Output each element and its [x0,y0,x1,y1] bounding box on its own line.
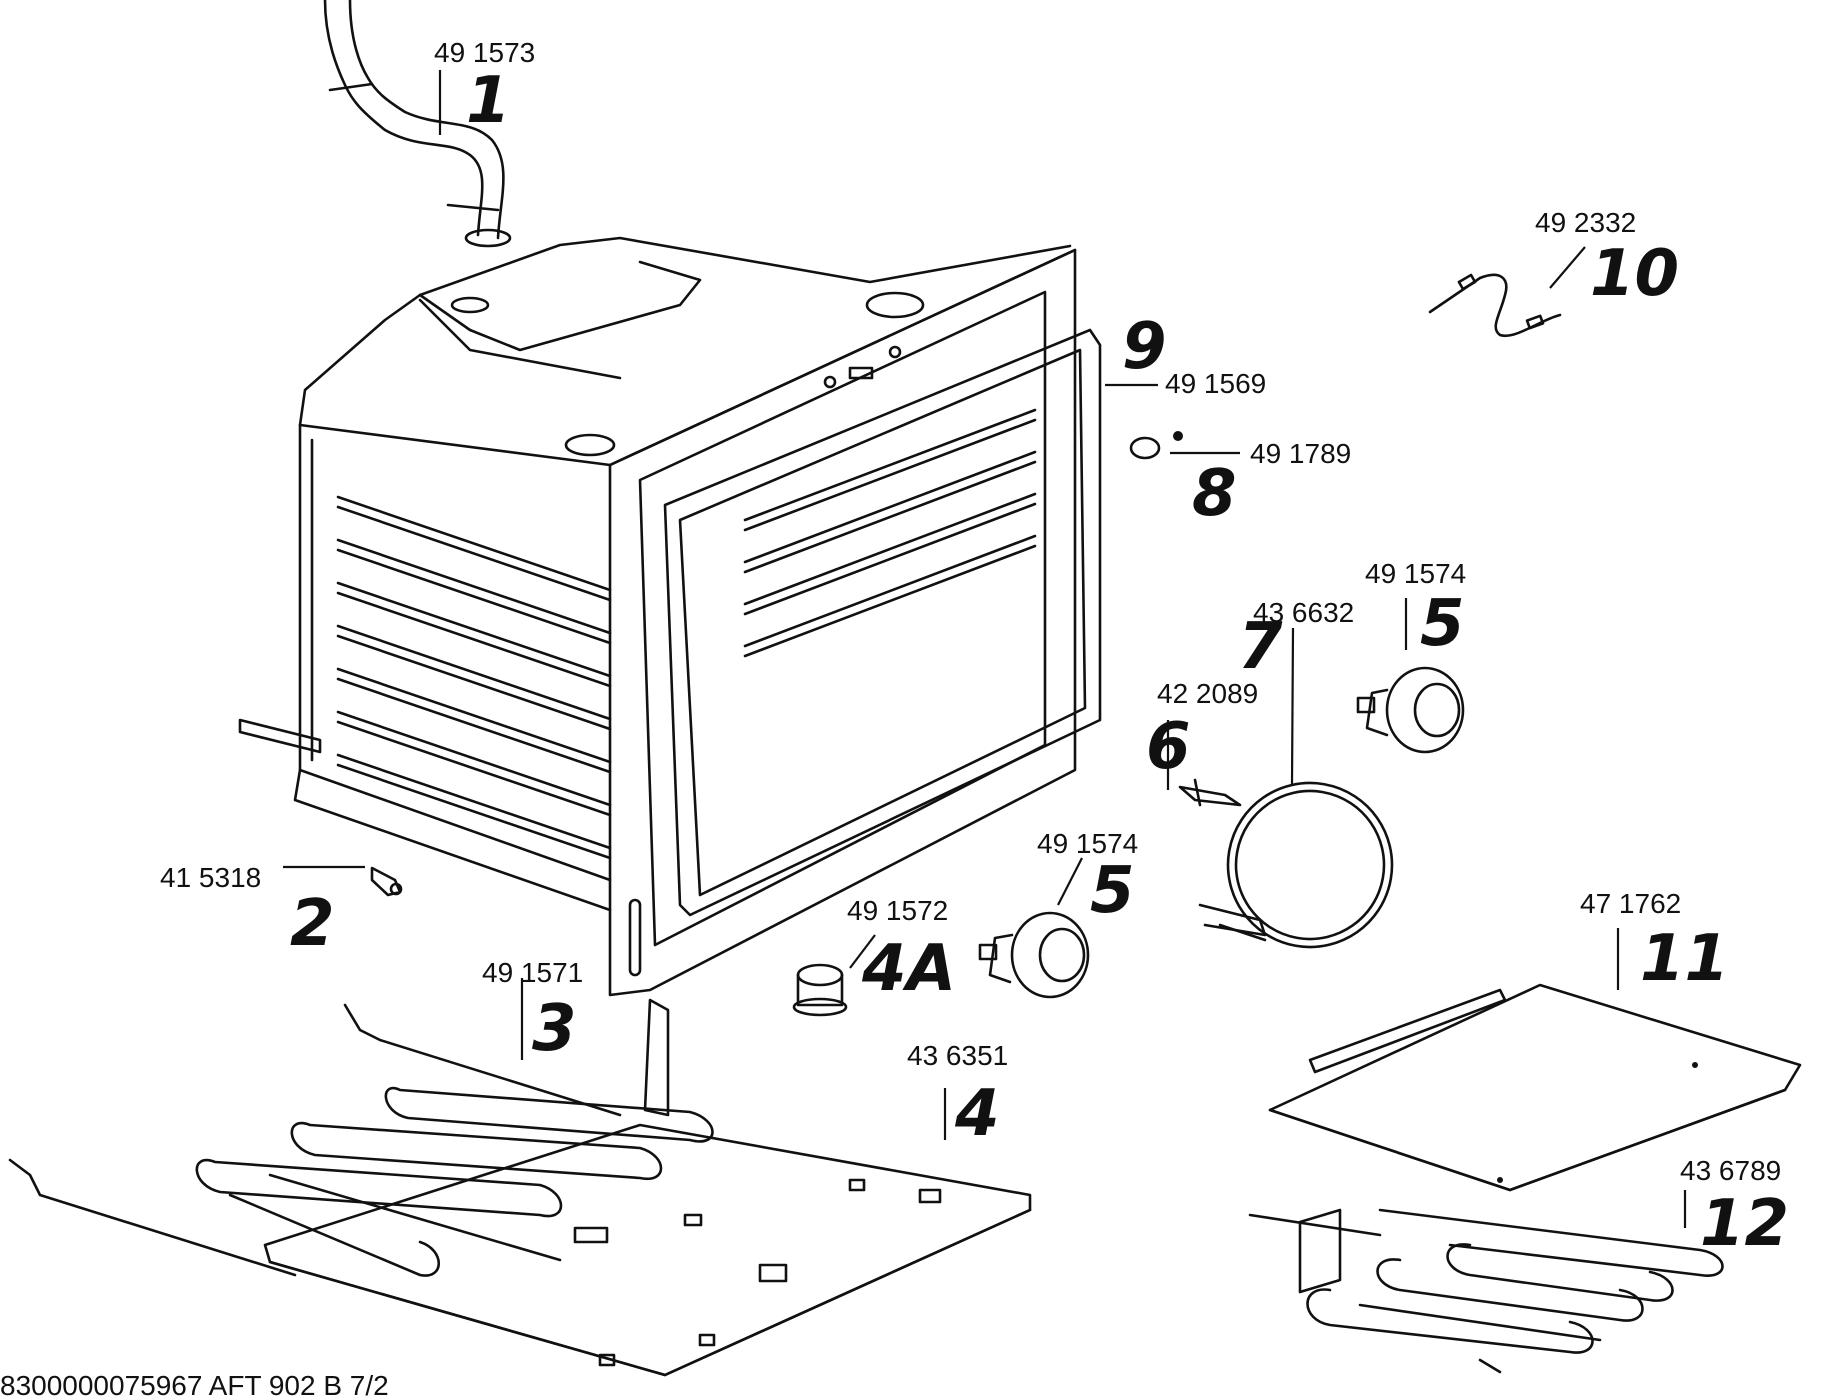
reference-number: 6 [1146,710,1191,784]
reference-number: 4A [861,932,956,1006]
footer-code: 8300000075967 AFT 902 B 7/2 [0,1370,389,1398]
part-number-label: 49 1574 [1037,828,1138,859]
callout-6: 42 2089 6 [1146,678,1258,784]
part-7-circular-element [1198,781,1394,949]
part-number-label: 49 1574 [1365,558,1466,589]
callout-7: 43 6632 7 [1238,597,1354,684]
part-number-label: 49 1572 [847,895,948,926]
callout-4a: 49 1572 4A [847,895,956,1006]
part-8-knob [1129,431,1183,460]
part-12-grill-element [1248,1208,1724,1374]
callout-4: 43 6351 4 [907,1040,1008,1151]
callout-5-lower: 49 1574 5 [1037,828,1138,928]
callout-1: 49 1573 1 [434,37,535,138]
part-number-label: 47 1762 [1580,888,1681,919]
part-4a-cap [792,963,848,1017]
reference-number: 10 [1590,237,1679,311]
leader-lines [283,70,1687,1228]
reference-number: 7 [1238,610,1283,684]
part-5-lamp-lower [978,911,1090,999]
part-number-label: 49 1569 [1165,368,1266,399]
part-number-label: 42 2089 [1157,678,1258,709]
reference-number: 5 [1090,854,1135,928]
reference-number: 11 [1640,922,1729,996]
part-3-lower-element [8,1003,714,1277]
reference-number: 3 [532,992,577,1066]
callout-8: 49 1789 8 [1192,438,1351,531]
callout-10: 49 2332 10 [1535,207,1679,311]
reference-number: 9 [1122,310,1167,384]
reference-number: 5 [1420,587,1465,661]
callout-5-upper: 49 1574 5 [1365,558,1466,661]
part-number-label: 49 1571 [482,957,583,988]
reference-number: 8 [1192,457,1237,531]
part-11-plate [1268,983,1802,1192]
part-number-label: 49 1573 [434,37,535,68]
reference-number: 1 [466,64,511,138]
part-exhaust-pipe [323,0,512,248]
reference-number: 2 [290,887,335,961]
part-number-label: 43 6351 [907,1040,1008,1071]
part-number-label: 43 6789 [1680,1155,1781,1186]
part-5-lamp-upper [1356,666,1465,754]
callout-2: 41 5318 2 [160,862,335,961]
callout-3: 49 1571 3 [482,957,583,1066]
part-number-label: 49 2332 [1535,207,1636,238]
oven-cavity [238,236,1102,997]
part-number-label: 43 6632 [1253,597,1354,628]
part-number-label: 49 1789 [1250,438,1351,469]
callout-9: 49 1569 9 [1122,310,1266,399]
side-ribs [336,495,612,860]
callout-11: 47 1762 11 [1580,888,1729,996]
part-10-sensor [1428,273,1562,338]
part-6-terminal [1178,778,1242,807]
reference-number: 12 [1700,1187,1789,1261]
part-number-label: 41 5318 [160,862,261,893]
part-2-clip [370,866,403,897]
reference-number: 4 [954,1077,1000,1151]
callout-12: 43 6789 12 [1680,1155,1789,1261]
part-4-bottom-plate [263,998,1032,1377]
